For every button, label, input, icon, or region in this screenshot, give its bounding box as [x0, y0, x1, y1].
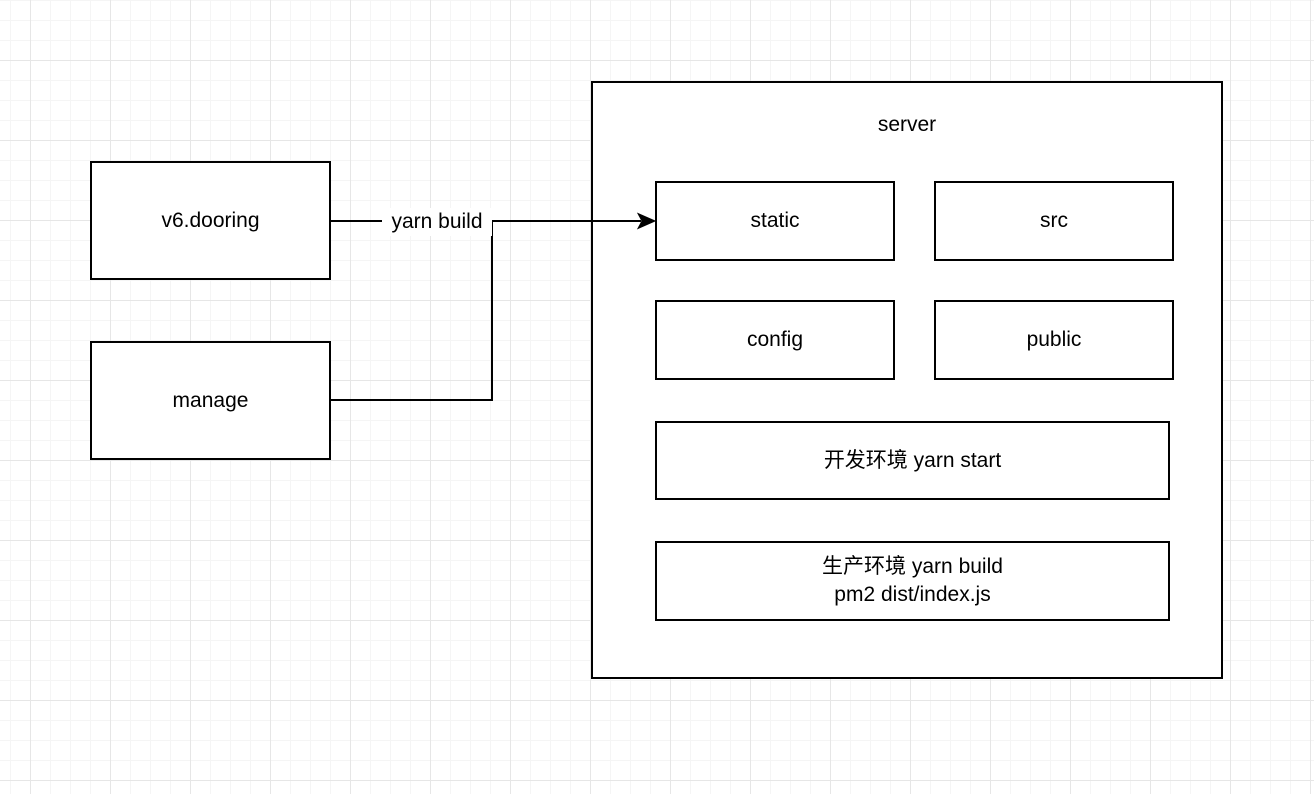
node-manage: manage — [90, 341, 331, 460]
node-v6-dooring-label: v6.dooring — [161, 208, 260, 232]
node-public-label: public — [1026, 328, 1082, 351]
node-src: src — [934, 181, 1174, 261]
node-v6-dooring: v6.dooring — [90, 161, 331, 280]
edge-label-yarn-build: yarn build — [382, 208, 492, 236]
node-dev-env: 开发环境 yarn start — [655, 421, 1170, 500]
node-dev-env-label: 开发环境 yarn start — [823, 448, 1002, 472]
node-static-label: static — [750, 209, 800, 232]
node-public: public — [934, 300, 1174, 380]
node-static: static — [655, 181, 895, 261]
node-config: config — [655, 300, 895, 380]
node-src-label: src — [1040, 209, 1068, 232]
node-prod-env: 生产环境 yarn build pm2 dist/index.js — [655, 541, 1170, 621]
node-prod-env-label-line2: pm2 dist/index.js — [834, 583, 991, 606]
server-container-title: server — [877, 113, 937, 136]
node-manage-label: manage — [172, 388, 249, 412]
node-prod-env-label-line1: 生产环境 yarn build — [822, 555, 1003, 578]
node-config-label: config — [746, 328, 804, 351]
